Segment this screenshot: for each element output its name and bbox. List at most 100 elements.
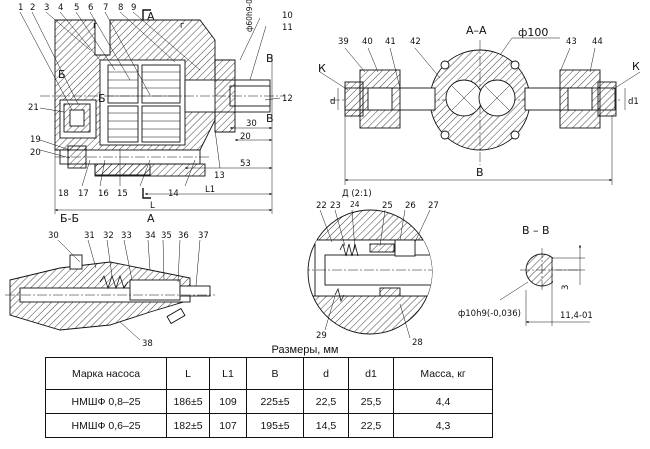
cell-L: 186±5 [166,389,210,414]
label-37: 37 [198,231,209,241]
section-a-a-labels: А–А ф100 39 40 41 42 43 44 К К d d1 В [318,24,640,179]
dim-3: 3 [561,285,571,290]
label-31: 31 [84,231,95,241]
cell-L1: 107 [209,413,247,438]
col-header-d: d [303,357,349,390]
dim-phi10: ф10h9(-0,036) [458,309,521,319]
dim-L1: L1 [205,185,215,195]
section-a-a-title: А–А [466,24,487,37]
dim-L: L [150,201,155,211]
label-32: 32 [103,231,114,241]
section-b-b-labels: Б-Б 30 31 32 33 34 35 36 37 38 [48,212,209,349]
cell-d1: 22,5 [348,413,394,438]
label-section-a-top: А [147,10,155,23]
label-r1: г [93,21,98,31]
cell-B: 225±5 [246,389,304,414]
label-43: 43 [566,37,577,47]
cell-d1: 25,5 [348,389,394,414]
label-7: 7 [103,3,108,13]
section-a-a-view [319,37,641,185]
label-6: 6 [88,3,93,13]
main-section-view [19,9,285,214]
col-header-L1: L1 [209,357,247,390]
section-b-b-title: Б-Б [60,212,79,225]
section-v-v-title: В – В [522,224,550,237]
label-4: 4 [58,3,63,13]
label-18: 18 [58,189,69,199]
cell-model: НМШФ 0,8–25 [45,389,167,414]
label-33: 33 [121,231,132,241]
label-2: 2 [30,3,35,13]
pump-spec-table: Марка насоса L L1 B d d1 Масса, кг НМШФ … [45,357,493,438]
label-35: 35 [161,231,172,241]
label-27: 27 [428,201,439,211]
label-10: 10 [282,11,293,21]
table-header-row: Марка насоса L L1 B d d1 Масса, кг [45,357,493,390]
label-26: 26 [405,201,416,211]
detail-d-view [307,209,433,339]
label-8: 8 [118,3,123,13]
cell-B: 195±5 [246,413,304,438]
label-section-a-bottom: А [147,212,155,225]
dimensions-caption: Размеры, мм [271,344,339,356]
label-v-top: В [266,52,274,65]
label-42: 42 [410,37,421,47]
label-5: 5 [74,3,79,13]
col-header-B: B [246,357,304,390]
label-b-left: Б [58,68,66,81]
label-12: 12 [282,94,293,104]
dim-d: d [330,97,335,107]
label-16: 16 [98,189,109,199]
phi100-label: ф100 [518,26,548,39]
label-22: 22 [316,201,327,211]
label-19: 19 [30,135,41,145]
dim-20: 20 [240,132,251,142]
label-15: 15 [117,189,128,199]
label-14: 14 [168,189,179,199]
cell-mass: 4,4 [393,389,493,414]
section-v-v-labels: В – В 3 11,4-01 ф10h9(-0,036) [458,224,593,321]
label-41: 41 [385,37,396,47]
label-36: 36 [178,231,189,241]
cell-L: 182±5 [166,413,210,438]
label-24: 24 [350,200,360,209]
label-3: 3 [44,3,49,13]
label-r2: г [180,21,185,31]
label-9: 9 [131,3,136,13]
label-13: 13 [214,171,225,181]
col-header-L: L [166,357,210,390]
label-k-left: К [318,62,326,75]
dim-11-4: 11,4-01 [560,311,593,321]
label-34: 34 [145,231,156,241]
cell-d: 14,5 [303,413,349,438]
col-header-model: Марка насоса [45,357,167,390]
label-44: 44 [592,37,603,47]
cell-d: 22,5 [303,389,349,414]
label-38: 38 [142,339,153,349]
dim-d1: d1 [628,97,639,107]
cell-L1: 109 [209,389,247,414]
label-25: 25 [382,201,393,211]
label-28: 28 [412,338,423,348]
label-b-right: Б [98,92,106,105]
table-row: НМШФ 0,8–25 186±5 109 225±5 22,5 25,5 4,… [45,389,493,414]
label-23: 23 [330,201,341,211]
main-view-labels: 1 2 3 4 5 6 7 8 9 г г А А Б Б ф60h9-0,07… [18,0,293,225]
cell-model: НМШФ 0,6–25 [45,413,167,438]
shaft-diameter-label: ф60h9-0,074 [245,0,254,32]
section-b-b-view [5,239,215,341]
label-39: 39 [338,37,349,47]
table-row: НМШФ 0,6–25 182±5 107 195±5 14,5 22,5 4,… [45,413,493,438]
dim-53: 53 [240,159,251,169]
label-17: 17 [78,189,89,199]
col-header-d1: d1 [348,357,394,390]
detail-d-title: Д (2:1) [342,189,372,199]
cell-mass: 4,3 [393,413,493,438]
label-k-right: К [632,60,640,73]
detail-d-labels: Д (2:1) 22 23 24 25 26 27 28 29 [316,189,439,348]
label-29: 29 [316,331,327,341]
dim-30: 30 [246,119,257,129]
label-21: 21 [28,103,39,113]
col-header-mass: Масса, кг [393,357,493,390]
